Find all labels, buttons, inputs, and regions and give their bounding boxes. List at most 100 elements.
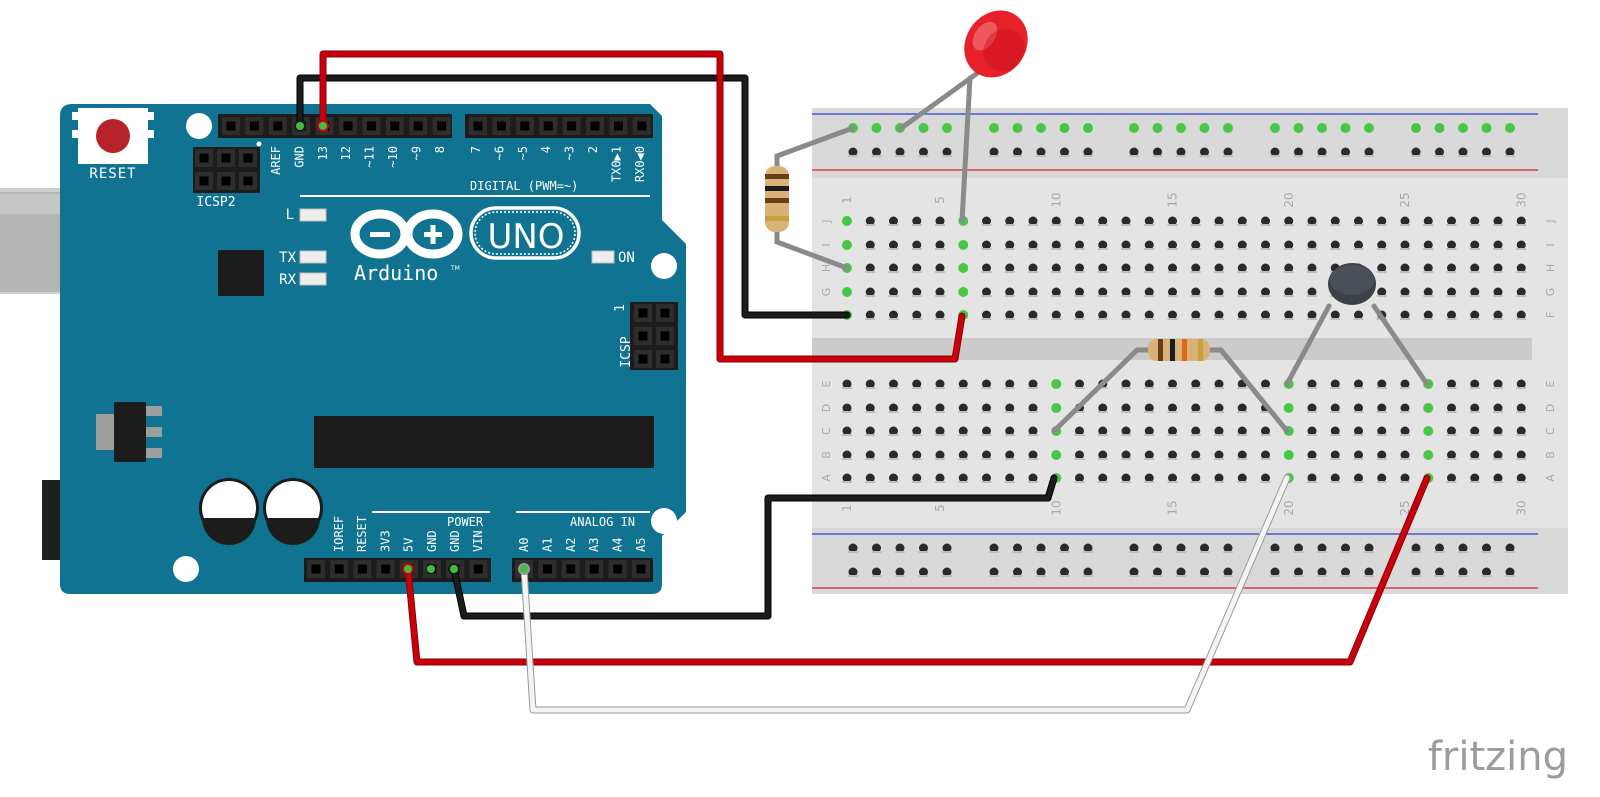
breadboard-hole[interactable] — [982, 426, 991, 436]
breadboard-hole[interactable] — [872, 543, 881, 553]
breadboard-hole[interactable] — [958, 263, 969, 273]
breadboard-hole[interactable] — [865, 473, 875, 483]
breadboard-hole[interactable] — [1237, 473, 1247, 483]
breadboard-hole[interactable] — [1458, 123, 1468, 133]
breadboard-hole[interactable] — [865, 310, 875, 320]
breadboard-hole[interactable] — [1121, 450, 1131, 460]
breadboard-hole[interactable] — [1199, 123, 1210, 133]
breadboard-hole[interactable] — [865, 450, 875, 460]
breadboard-hole[interactable] — [1261, 240, 1270, 250]
breadboard-hole[interactable] — [1168, 426, 1177, 436]
breadboard-hole[interactable] — [1075, 310, 1084, 320]
breadboard-hole[interactable] — [1028, 379, 1038, 389]
breadboard-hole[interactable] — [842, 473, 852, 483]
breadboard-hole[interactable] — [1028, 426, 1038, 436]
breadboard-hole[interactable] — [1144, 287, 1154, 297]
breadboard-hole[interactable] — [1340, 123, 1351, 133]
breadboard-hole[interactable] — [1051, 403, 1062, 413]
breadboard-hole[interactable] — [1261, 310, 1270, 320]
breadboard-hole[interactable] — [1028, 263, 1038, 273]
breadboard-hole[interactable] — [1283, 450, 1294, 460]
breadboard-hole[interactable] — [1176, 147, 1186, 157]
breadboard-hole[interactable] — [1447, 426, 1456, 436]
breadboard-hole[interactable] — [1423, 240, 1433, 250]
breadboard-hole[interactable] — [1223, 123, 1233, 133]
breadboard-hole[interactable] — [1330, 473, 1340, 483]
breadboard-hole[interactable] — [1098, 450, 1108, 460]
breadboard-hole[interactable] — [958, 379, 968, 389]
breadboard-hole[interactable] — [1144, 263, 1154, 273]
breadboard-hole[interactable] — [1075, 473, 1084, 483]
breadboard-hole[interactable] — [1470, 240, 1480, 250]
breadboard-hole[interactable] — [1005, 263, 1015, 273]
breadboard-hole[interactable] — [1516, 426, 1526, 436]
breadboard-hole[interactable] — [1261, 379, 1270, 389]
breadboard-hole[interactable] — [1176, 567, 1186, 577]
breadboard-hole[interactable] — [889, 379, 898, 389]
breadboard-hole[interactable] — [1083, 567, 1093, 577]
breadboard-hole[interactable] — [1144, 240, 1154, 250]
breadboard-hole[interactable] — [1411, 123, 1421, 133]
breadboard-hole[interactable] — [1423, 450, 1434, 460]
breadboard-hole[interactable] — [1036, 123, 1046, 133]
breadboard-hole[interactable] — [1144, 403, 1154, 413]
breadboard-hole[interactable] — [942, 147, 952, 157]
breadboard-hole[interactable] — [1354, 310, 1363, 320]
breadboard-hole[interactable] — [1505, 567, 1515, 577]
breadboard-hole[interactable] — [942, 123, 952, 133]
breadboard-hole[interactable] — [1516, 450, 1526, 460]
breadboard-hole[interactable] — [1400, 216, 1410, 226]
breadboard-hole[interactable] — [1341, 567, 1350, 577]
breadboard-hole[interactable] — [1214, 426, 1224, 436]
breadboard-hole[interactable] — [842, 287, 852, 297]
breadboard-hole[interactable] — [872, 567, 881, 577]
breadboard-hole[interactable] — [1075, 426, 1084, 436]
breadboard-hole[interactable] — [1435, 567, 1444, 577]
breadboard-hole[interactable] — [1447, 403, 1456, 413]
breadboard-hole[interactable] — [942, 567, 952, 577]
breadboard-hole[interactable] — [1458, 567, 1468, 577]
breadboard-hole[interactable] — [865, 403, 875, 413]
breadboard-hole[interactable] — [1307, 473, 1317, 483]
breadboard-hole[interactable] — [1168, 240, 1177, 250]
breadboard-hole[interactable] — [958, 426, 968, 436]
breadboard-hole[interactable] — [1377, 216, 1387, 226]
breadboard-hole[interactable] — [842, 379, 852, 389]
breadboard-hole[interactable] — [935, 216, 945, 226]
breadboard-hole[interactable] — [1176, 123, 1186, 133]
breadboard-hole[interactable] — [919, 543, 928, 553]
breadboard-hole[interactable] — [889, 473, 898, 483]
breadboard-hole[interactable] — [1098, 473, 1108, 483]
breadboard-hole[interactable] — [1237, 263, 1247, 273]
breadboard-hole[interactable] — [1237, 426, 1247, 436]
breadboard-hole[interactable] — [1317, 147, 1327, 157]
breadboard-hole[interactable] — [1447, 240, 1456, 250]
breadboard-hole[interactable] — [1330, 450, 1340, 460]
breadboard-hole[interactable] — [1237, 310, 1247, 320]
breadboard-hole[interactable] — [1493, 287, 1503, 297]
breadboard-hole[interactable] — [1505, 147, 1515, 157]
breadboard-hole[interactable] — [982, 263, 991, 273]
breadboard-hole[interactable] — [1144, 216, 1154, 226]
breadboard-hole[interactable] — [1083, 147, 1093, 157]
breadboard-hole[interactable] — [1330, 216, 1340, 226]
breadboard-hole[interactable] — [1060, 147, 1069, 157]
breadboard-hole[interactable] — [982, 287, 991, 297]
breadboard-hole[interactable] — [1121, 263, 1131, 273]
breadboard-hole[interactable] — [1153, 567, 1162, 577]
breadboard-hole[interactable] — [1470, 287, 1480, 297]
reset-button[interactable] — [96, 119, 130, 153]
breadboard-hole[interactable] — [1377, 263, 1387, 273]
breadboard-hole[interactable] — [1261, 450, 1270, 460]
breadboard-hole[interactable] — [1470, 450, 1480, 460]
breadboard-hole[interactable] — [1144, 310, 1154, 320]
breadboard-hole[interactable] — [1493, 473, 1503, 483]
breadboard-hole[interactable] — [1168, 310, 1177, 320]
breadboard-hole[interactable] — [1144, 450, 1154, 460]
breadboard-hole[interactable] — [1516, 240, 1526, 250]
breadboard-hole[interactable] — [1036, 147, 1046, 157]
breadboard-hole[interactable] — [1270, 123, 1280, 133]
breadboard-hole[interactable] — [1012, 123, 1023, 133]
breadboard-hole[interactable] — [935, 379, 945, 389]
breadboard-hole[interactable] — [1447, 473, 1456, 483]
